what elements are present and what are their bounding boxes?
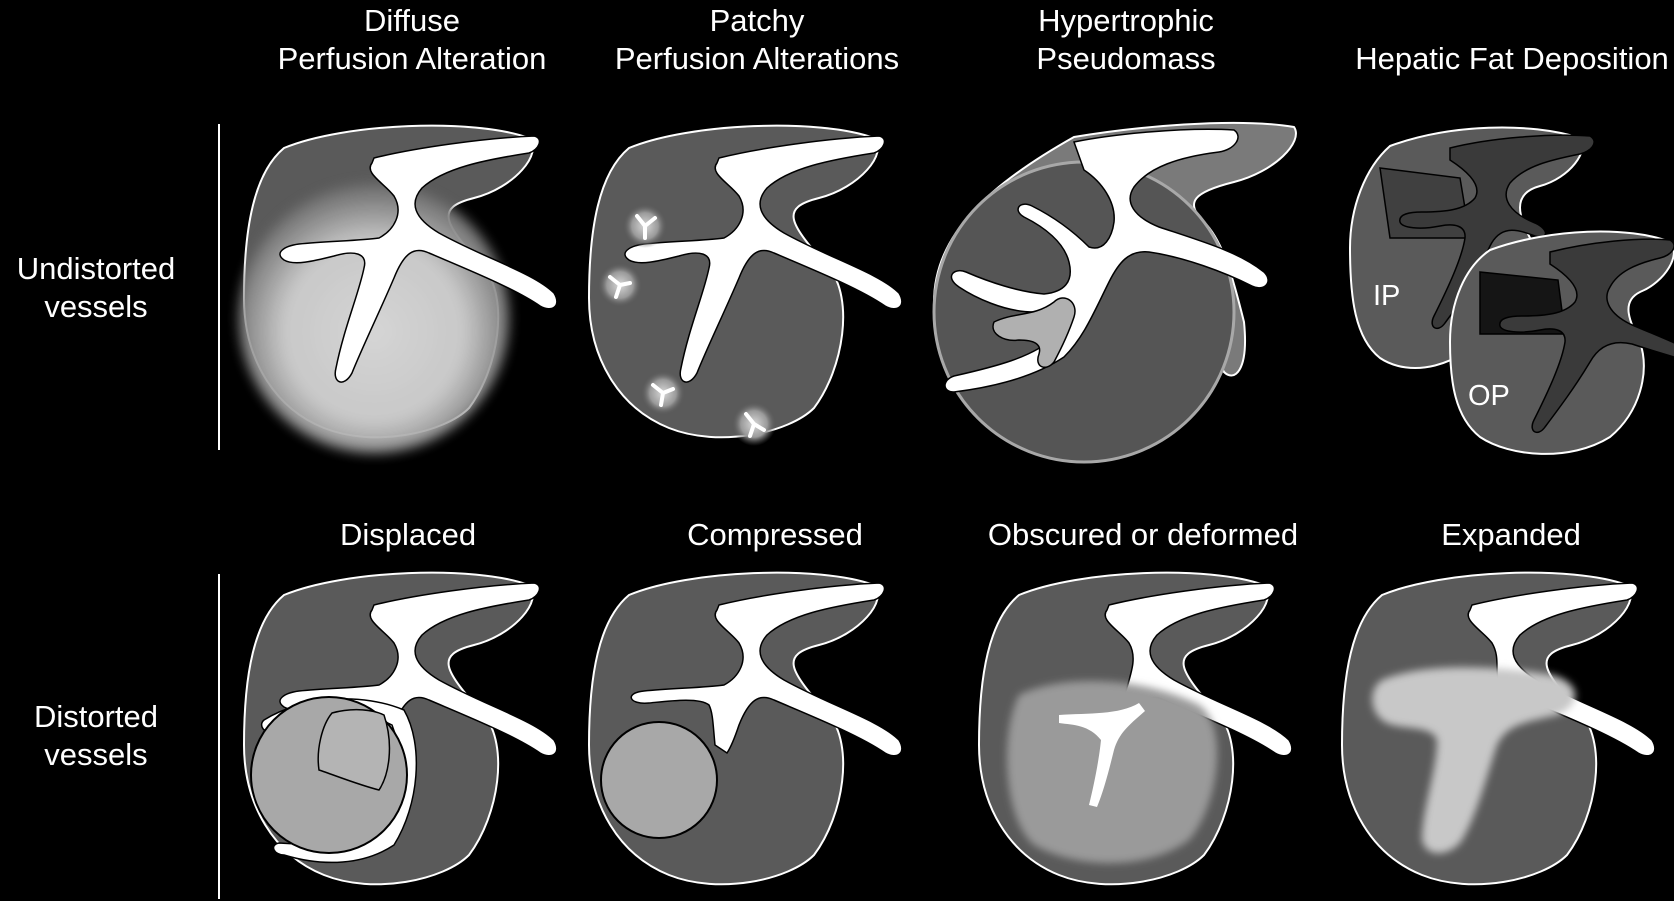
diffuse-perfusion-liver <box>239 126 557 453</box>
column-title-displaced: Displaced <box>340 516 476 554</box>
obscured-liver <box>979 573 1292 885</box>
patchy-perfusion-liver <box>589 126 902 446</box>
compressed-liver <box>589 573 902 885</box>
displaced-liver <box>244 573 557 885</box>
op-label: OP <box>1468 380 1510 413</box>
column-title-line2: Perfusion Alteration <box>278 40 547 78</box>
ip-label: IP <box>1373 280 1400 313</box>
perfusion-spot <box>732 402 776 446</box>
column-title-patchy: Patchy Perfusion Alterations <box>615 2 899 78</box>
perfusion-spot <box>641 371 685 415</box>
column-title-line1: Patchy <box>615 2 899 40</box>
row-label-line1: Undistorted <box>17 250 176 288</box>
perfusion-spot <box>598 263 642 307</box>
column-title-obscured: Obscured or deformed <box>988 516 1298 554</box>
row-label-distorted: Distorted vessels <box>34 698 158 774</box>
column-title-fat: Hepatic Fat Deposition <box>1355 40 1669 78</box>
column-title-line2: Hepatic Fat Deposition <box>1355 40 1669 78</box>
column-title-compressed: Compressed <box>687 516 863 554</box>
column-title-hypertrophic: Hypertrophic Pseudomass <box>1036 2 1215 78</box>
column-title-line1: Hypertrophic <box>1036 2 1215 40</box>
column-title-line2: Perfusion Alterations <box>615 40 899 78</box>
column-title-line1: Diffuse <box>278 2 547 40</box>
column-title-expanded: Expanded <box>1441 516 1581 554</box>
row-label-undistorted: Undistorted vessels <box>17 250 176 326</box>
perfusion-spot <box>623 204 667 248</box>
hypertrophic-pseudomass-liver <box>934 123 1296 462</box>
row-label-line2: vessels <box>34 736 158 774</box>
column-title-diffuse: Diffuse Perfusion Alteration <box>278 2 547 78</box>
fat-op-liver <box>1450 232 1674 454</box>
obscuring-lesion <box>1007 681 1217 863</box>
row-label-line2: vessels <box>17 288 176 326</box>
expanded-liver <box>1342 573 1655 885</box>
compressing-lesion <box>601 722 717 838</box>
column-title-line2: Pseudomass <box>1036 40 1215 78</box>
row-label-line1: Distorted <box>34 698 158 736</box>
